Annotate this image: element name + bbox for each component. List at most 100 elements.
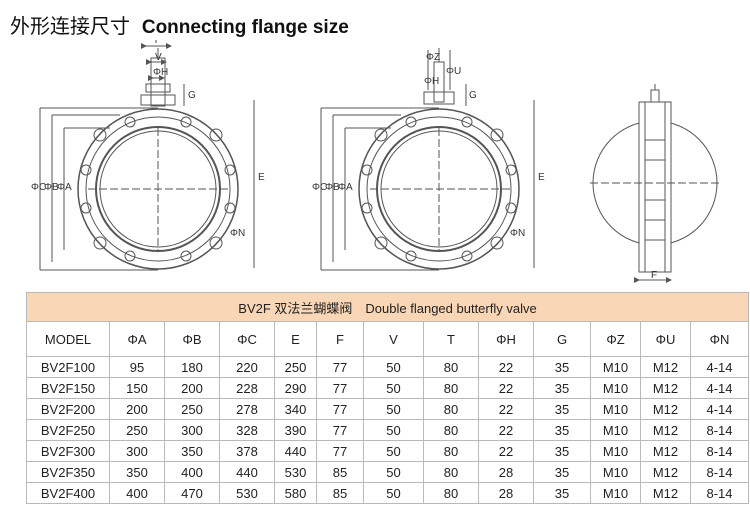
table-cell: M10 [590,482,641,504]
model-cell: BV2F400 [26,482,110,504]
table-cell: 8-14 [690,482,749,504]
front-view-drawing-2 [320,48,535,271]
column-header: ΦU [640,321,691,357]
table-cell: 250 [164,398,220,420]
column-header: ΦH [478,321,534,357]
label-e-1: E [258,172,265,183]
model-cell: BV2F350 [26,461,110,483]
model-cell: BV2F200 [26,398,110,420]
table-cell: 50 [363,440,424,462]
table-caption-row: BV2F 双法兰蝴蝶阀 Double flanged butterfly val… [26,292,749,322]
label-v-1: V [155,52,162,63]
table-cell: 80 [423,461,479,483]
table-cell: 80 [423,440,479,462]
table-cell: 50 [363,461,424,483]
table-cell: M10 [590,398,641,420]
table-cell: 80 [423,356,479,378]
table-cell: 35 [533,461,591,483]
table-cell: 35 [533,482,591,504]
table-cell: 530 [219,482,275,504]
table-cell: 4-14 [690,356,749,378]
table-cell: 22 [478,398,534,420]
valve-technical-drawings: T V ΦH G E ΦC ΦB ΦA ΦN ΦZ ΦU ΦH G [31,40,720,283]
column-header: E [274,321,317,357]
table-cell: 50 [363,419,424,441]
table-cell: M12 [640,398,691,420]
table-cell: M12 [640,356,691,378]
table-cell: 50 [363,356,424,378]
label-e-2: E [538,172,545,183]
column-header: T [423,321,479,357]
table-cell: 35 [533,398,591,420]
table-cell: 150 [109,377,165,399]
table-cell: 300 [109,440,165,462]
table-cell: 50 [363,398,424,420]
label-f-3: F [651,270,657,281]
table-cell: 77 [316,398,364,420]
table-cell: 85 [316,461,364,483]
label-b-1: ΦB [44,182,59,193]
spec-table: BV2F 双法兰蝴蝶阀 Double flanged butterfly val… [26,292,749,504]
table-cell: 4-14 [690,377,749,399]
label-c-1: ΦC [31,182,46,193]
table-cell: 470 [164,482,220,504]
model-cell: BV2F300 [26,440,110,462]
side-view-drawing [590,84,720,283]
label-n-2: ΦN [510,228,525,239]
table-caption: BV2F 双法兰蝴蝶阀 Double flanged butterfly val… [26,292,749,322]
table-cell: 77 [316,419,364,441]
table-cell: 77 [316,356,364,378]
table-cell: M12 [640,482,691,504]
table-cell: 50 [363,482,424,504]
table-cell: 35 [533,356,591,378]
table-cell: 340 [274,398,317,420]
label-u-2: ΦU [446,66,461,77]
table-cell: 80 [423,482,479,504]
table-cell: 400 [164,461,220,483]
model-cell: BV2F250 [26,419,110,441]
table-cell: 328 [219,419,275,441]
table-cell: M12 [640,419,691,441]
column-header: ΦA [109,321,165,357]
label-g-1: G [188,90,196,101]
table-cell: 440 [219,461,275,483]
table-cell: M12 [640,440,691,462]
table-cell: 85 [316,482,364,504]
table-cell: 250 [109,419,165,441]
column-header: G [533,321,591,357]
front-view-drawing-1 [39,43,255,271]
table-cell: 22 [478,356,534,378]
table-cell: 28 [478,482,534,504]
table-cell: M10 [590,377,641,399]
table-cell: 180 [164,356,220,378]
table-cell: M10 [590,461,641,483]
table-cell: 290 [274,377,317,399]
table-cell: 200 [109,398,165,420]
label-h-2: ΦH [424,76,439,87]
table-cell: 300 [164,419,220,441]
table-cell: M10 [590,440,641,462]
table-cell: M10 [590,419,641,441]
column-header: F [316,321,364,357]
table-cell: 22 [478,440,534,462]
label-n-1: ΦN [230,228,245,239]
table-cell: 22 [478,377,534,399]
table-cell: 80 [423,419,479,441]
table-cell: 580 [274,482,317,504]
table-cell: 228 [219,377,275,399]
table-cell: 278 [219,398,275,420]
table-cell: 220 [219,356,275,378]
table-cell: 4-14 [690,398,749,420]
table-cell: 378 [219,440,275,462]
label-z-2: ΦZ [426,52,440,63]
table-cell: 22 [478,419,534,441]
table-cell: 400 [109,482,165,504]
table-cell: 80 [423,398,479,420]
table-cell: 77 [316,440,364,462]
